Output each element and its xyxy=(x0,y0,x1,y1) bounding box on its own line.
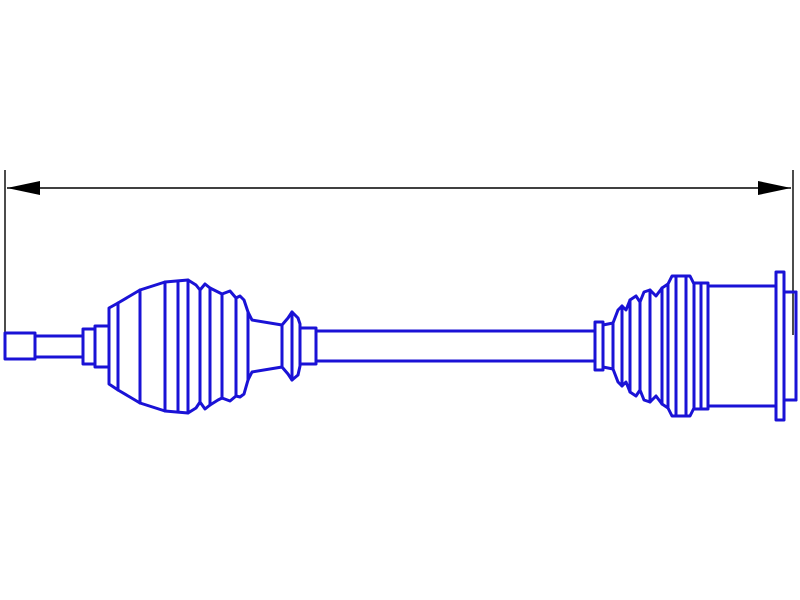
spline-shaft xyxy=(33,334,85,359)
inner-cv-joint-boot xyxy=(593,282,670,410)
left-arrowhead xyxy=(7,181,40,195)
tripod-housing xyxy=(666,270,798,422)
intermediate-shaft xyxy=(314,329,597,363)
housing-body xyxy=(706,284,778,408)
outer-boot-outline xyxy=(107,278,302,415)
housing-end-ring xyxy=(774,270,786,422)
spline-tip xyxy=(3,331,37,361)
right-arrowhead xyxy=(758,181,791,195)
housing-flange xyxy=(666,274,696,418)
boot-clamp xyxy=(298,326,318,366)
dimension-group xyxy=(4,170,794,335)
stub-axle-spline xyxy=(3,324,111,369)
spline-collar xyxy=(81,327,97,366)
drive-shaft-assembly xyxy=(3,270,798,422)
spline-collar-2 xyxy=(93,324,111,369)
outer-cv-joint-boot xyxy=(107,278,318,415)
